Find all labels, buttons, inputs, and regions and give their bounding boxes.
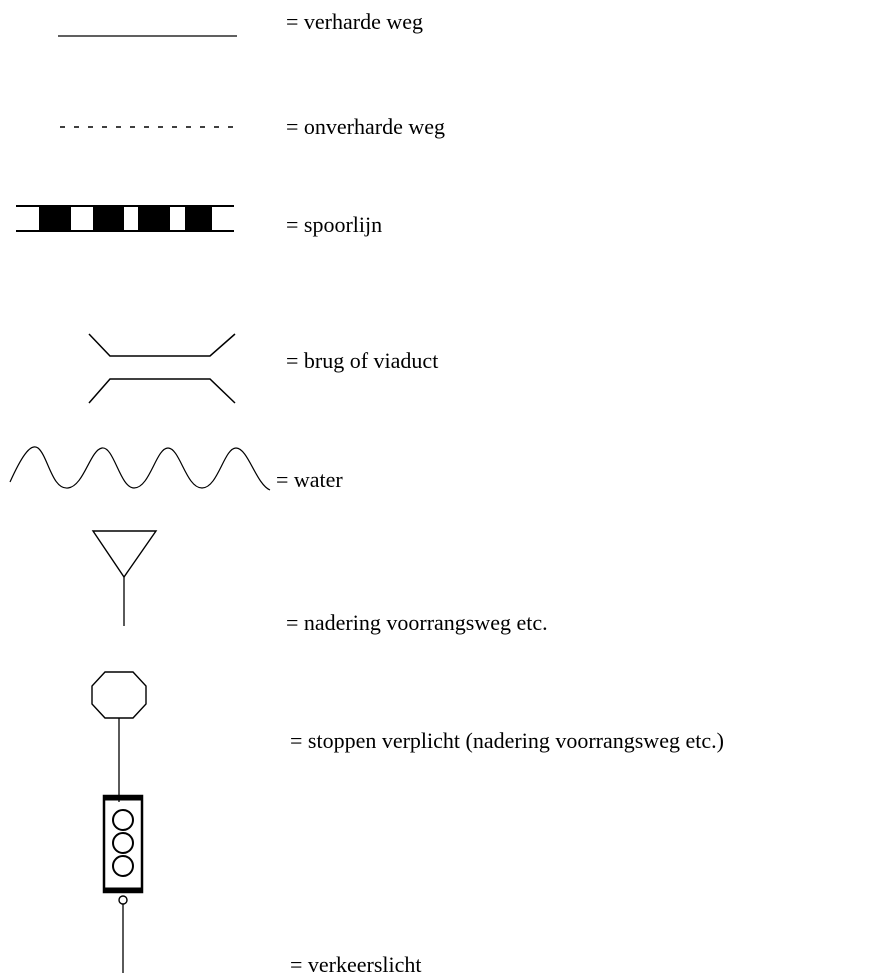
legend-label-railway: = spoorlijn [286,212,383,237]
legend-label-yield: = nadering voorrangsweg etc. [286,610,548,635]
yield-sign-icon [91,530,158,626]
railway-icon [16,205,234,232]
stop-sign-icon [91,671,147,802]
wave-icon [9,446,271,491]
legend-label-water: = water [276,467,343,492]
legend-label-stop: = stoppen verplicht (nadering voorrangsw… [290,728,724,753]
solid-line-icon [58,35,237,37]
legend-label-unpaved-road: = onverharde weg [286,114,446,139]
legend-label-paved-road: = verharde weg [286,9,424,34]
legend-label-bridge: = brug of viaduct [286,348,439,373]
dashed-line-icon [60,126,240,128]
legend-label-traffic-light: = verkeerslicht [290,952,422,977]
traffic-light-icon [102,794,144,973]
bridge-icon [88,333,236,404]
